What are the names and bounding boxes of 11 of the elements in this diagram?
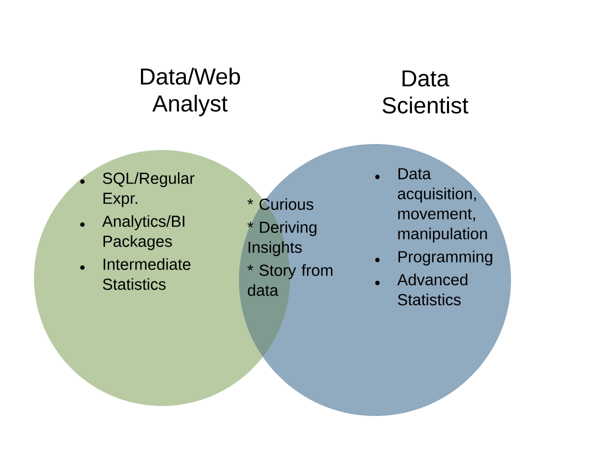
overlap-text: * Deriving Insights xyxy=(247,221,316,256)
circle-heading: Data/Web Analyst xyxy=(140,68,240,116)
bullet-item: Analytics/BI Packages xyxy=(102,215,184,250)
bullet-item: SQL/Regular Expr. xyxy=(102,172,194,208)
overlap-text: * Story from data xyxy=(247,264,332,296)
bullet-item: Intermediate Statistics xyxy=(102,258,190,290)
overlap-text: * Curious xyxy=(247,198,314,210)
bullet-item: Data acquisition, movement, manipulation xyxy=(398,168,487,243)
bullet-item: Programming xyxy=(398,250,492,266)
bullet-item: Advanced Statistics xyxy=(397,274,468,306)
circle-heading: Data Scientist xyxy=(382,70,468,114)
